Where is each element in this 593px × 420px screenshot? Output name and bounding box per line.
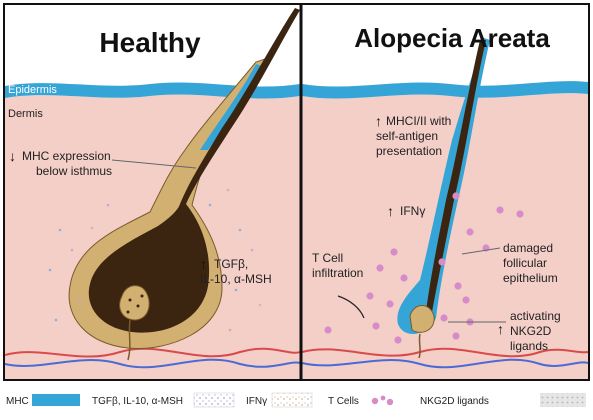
legend-tcells-label: T Cells [328, 396, 359, 407]
legend-ifn-swatch [272, 393, 312, 407]
t-cell [466, 228, 473, 235]
t-cell [324, 326, 331, 333]
legend-mhc-label: MHC [6, 396, 29, 407]
nkg2d-label-line1: activating [510, 309, 561, 323]
nkg2d-label-line2: NKG2D [510, 324, 552, 338]
mhc-label-line1: MHC expression [22, 149, 111, 163]
t-cell [516, 210, 523, 217]
ifn-label: IFNγ [400, 204, 425, 218]
damaged-label-line2: follicular [503, 256, 547, 270]
tgf-label-line2: IL-10, α-MSH [200, 272, 272, 286]
t-cell [366, 292, 373, 299]
t-cell [438, 258, 445, 265]
legend-nkg2d-swatch [540, 393, 586, 407]
t-cell [452, 192, 459, 199]
damaged-label-line3: epithelium [503, 271, 558, 285]
up-arrow-icon: ↑ [375, 113, 382, 129]
down-arrow-icon: ↓ [9, 148, 16, 164]
mhci-label-line1: MHCI/II with [386, 114, 451, 128]
legend: MHC TGFβ, IL-10, α-MSH IFNγ T Cells NKG2… [6, 393, 586, 407]
tgf-label-line1: TGFβ, [214, 257, 248, 271]
dermal-papilla-aa [410, 306, 434, 333]
tcell-label-line2: infiltration [312, 266, 363, 280]
up-arrow-icon: ↑ [497, 321, 504, 337]
alopecia-title: Alopecia Areata [354, 23, 550, 53]
up-arrow-icon: ↑ [200, 256, 207, 272]
t-cell [376, 264, 383, 271]
tcell-label-line1: T Cell [312, 251, 343, 265]
mhci-label-line2: self-antigen [376, 129, 438, 143]
t-cell [372, 322, 379, 329]
legend-tgf-label: TGFβ, IL-10, α-MSH [92, 396, 183, 407]
mhci-label-line3: presentation [376, 144, 442, 158]
up-arrow-icon: ↑ [387, 203, 394, 219]
legend-nkg2d-label: NKG2D ligands [420, 396, 489, 407]
nkg2d-label-line3: ligands [510, 339, 548, 353]
t-cell [386, 300, 393, 307]
t-cell [394, 336, 401, 343]
healthy-title: Healthy [99, 27, 201, 58]
legend-tcells-swatch [372, 396, 393, 406]
t-cell [390, 248, 397, 255]
t-cell [496, 206, 503, 213]
t-cell [452, 332, 459, 339]
t-cell [400, 274, 407, 281]
t-cell [454, 282, 461, 289]
epidermis-label: Epidermis [8, 84, 57, 96]
legend-mhc-swatch [32, 394, 80, 406]
t-cell [440, 314, 447, 321]
dermis-label: Dermis [8, 108, 43, 120]
dermal-papilla [120, 286, 150, 320]
t-cell [462, 296, 469, 303]
damaged-label-line1: damaged [503, 241, 553, 255]
mhc-label-line2: below isthmus [36, 164, 112, 178]
legend-ifn-label: IFNγ [246, 396, 267, 407]
legend-tgf-swatch [194, 393, 234, 407]
